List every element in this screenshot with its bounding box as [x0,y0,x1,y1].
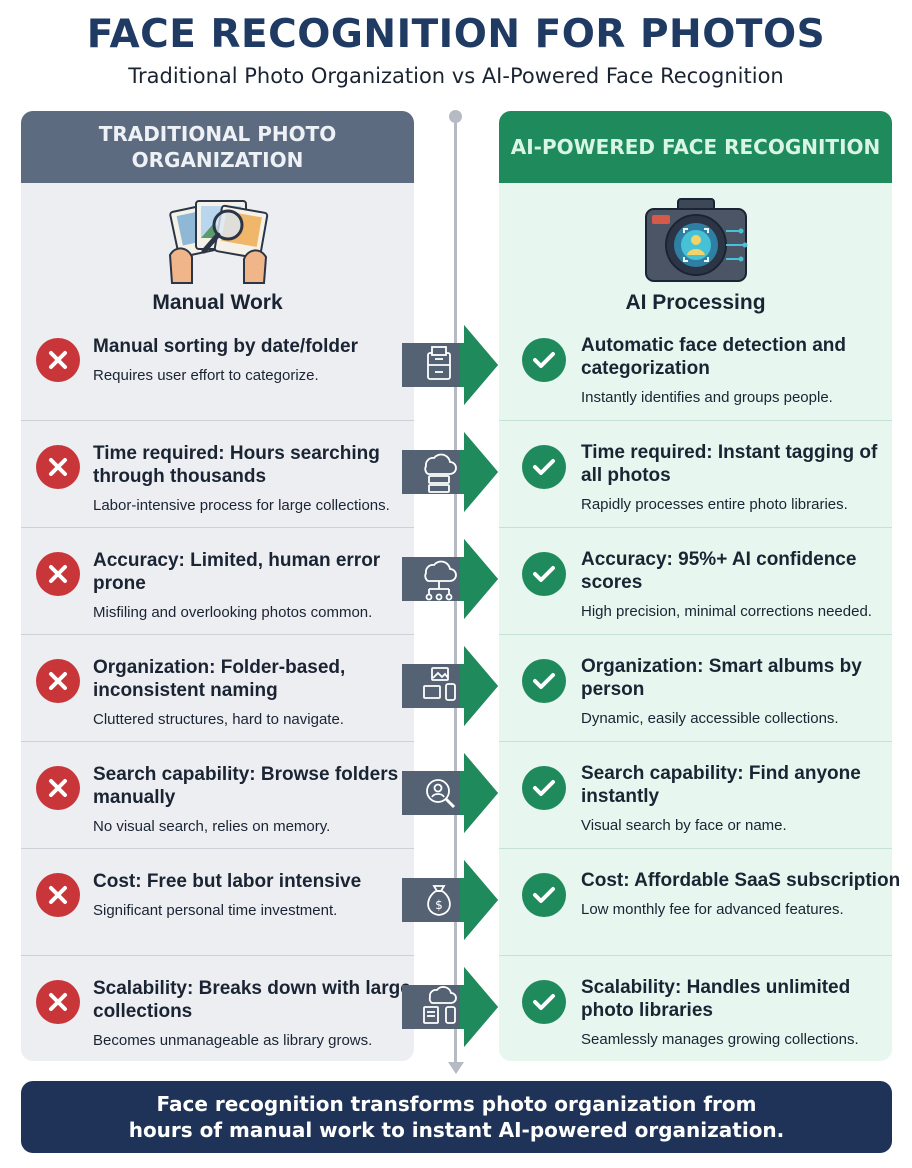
summary-banner: Face recognition transforms photo organi… [21,1081,892,1153]
traditional-item-title: Cost: Free but labor intensive [93,871,362,892]
row-divider-left [21,741,414,742]
ai-column-subtitle: AI Processing [625,291,766,314]
traditional-item-title: Scalability: Breaks down with large coll… [93,978,411,1022]
ai-item-title: Automatic face detection and categorizat… [581,335,846,379]
row-divider-right [499,634,892,635]
check-icon [522,873,566,917]
ai-item: Cost: Affordable SaaS subscription Low m… [581,869,901,919]
cross-icon [36,552,80,596]
traditional-column-subtitle: Manual Work [152,291,283,314]
ai-item-description: Rapidly processes entire photo libraries… [581,496,848,513]
row-divider-left [21,527,414,528]
ai-item: Organization: Smart albums by person Dyn… [581,655,901,728]
comparison-row: Cost: Free but labor intensive Significa… [0,848,912,955]
ai-item-description: Low monthly fee for advanced features. [581,901,844,918]
traditional-column: TRADITIONAL PHOTO ORGANIZATION Manual Wo… [21,111,414,1061]
traditional-item-title: Manual sorting by date/folder [93,336,358,357]
traditional-item-title: Organization: Folder-based, inconsistent… [93,657,346,701]
comparison-row: Manual sorting by date/folder Requires u… [0,313,912,420]
traditional-item-title: Time required: Hours searching through t… [93,443,380,487]
traditional-item: Accuracy: Limited, human error prone Mis… [93,549,413,622]
cross-icon [36,980,80,1024]
cross-icon [36,766,80,810]
comparison-row: Search capability: Browse folders manual… [0,741,912,848]
ai-item: Automatic face detection and categorizat… [581,334,901,407]
cross-icon [36,338,80,382]
camera-face-scan-icon [640,195,752,292]
traditional-item-description: Significant personal time investment. [93,902,338,919]
ai-item-title: Search capability: Find anyone instantly [581,763,861,807]
check-icon [522,980,566,1024]
traditional-item: Cost: Free but labor intensive Significa… [93,870,413,920]
axis-arrowhead [448,1062,464,1074]
traditional-item: Organization: Folder-based, inconsistent… [93,656,413,729]
ai-item-description: Instantly identifies and groups people. [581,389,833,406]
traditional-item-description: Misfiling and overlooking photos common. [93,604,373,621]
row-divider-right [499,420,892,421]
row-divider-left [21,420,414,421]
check-icon [522,659,566,703]
ai-item-description: Seamlessly manages growing collections. [581,1031,859,1048]
summary-line-2: hours of manual work to instant AI-power… [128,1118,785,1142]
comparison-row: Organization: Folder-based, inconsistent… [0,634,912,741]
ai-column-header: AI-POWERED FACE RECOGNITION [499,111,892,183]
hands-holding-photos-magnifier-icon [162,195,274,292]
traditional-item: Search capability: Browse folders manual… [93,763,413,836]
flow-arrow-face-search-icon [402,751,498,835]
cross-icon [36,873,80,917]
page-title: FACE RECOGNITION FOR PHOTOS [86,12,826,57]
flow-arrow-cloud-server-icon [402,430,498,514]
ai-item-description: Visual search by face or name. [581,817,787,834]
traditional-column-header: TRADITIONAL PHOTO ORGANIZATION [21,111,414,183]
traditional-item-description: Labor-intensive process for large collec… [93,497,390,514]
traditional-item-title: Search capability: Browse folders manual… [93,764,399,808]
check-icon [522,445,566,489]
ai-item: Accuracy: 95%+ AI confidence scores High… [581,548,901,621]
flow-arrow-photo-devices-icon [402,644,498,728]
ai-item: Time required: Instant tagging of all ph… [581,441,901,514]
check-icon [522,338,566,382]
row-divider-left [21,634,414,635]
row-divider-right [499,955,892,956]
row-divider-right [499,741,892,742]
traditional-item-description: Cluttered structures, hard to navigate. [93,711,344,728]
cross-icon [36,445,80,489]
ai-item-title: Accuracy: 95%+ AI confidence scores [581,549,857,593]
ai-item-title: Organization: Smart albums by person [581,656,862,700]
ai-item: Scalability: Handles unlimited photo lib… [581,976,901,1049]
summary-line-1: Face recognition transforms photo organi… [156,1092,757,1116]
traditional-item-title: Accuracy: Limited, human error prone [93,550,381,594]
flow-arrow-money-bag-icon: $ [402,858,498,942]
ai-item-title: Time required: Instant tagging of all ph… [581,442,878,486]
comparison-row: Scalability: Breaks down with large coll… [0,955,912,1062]
ai-item-description: High precision, minimal corrections need… [581,603,872,620]
row-divider-left [21,848,414,849]
svg-text:$: $ [435,898,443,912]
traditional-item: Manual sorting by date/folder Requires u… [93,335,413,385]
page-subtitle: Traditional Photo Organization vs AI-Pow… [128,64,784,88]
traditional-item-description: Requires user effort to categorize. [93,367,319,384]
flow-arrow-cloud-devices-icon [402,965,498,1049]
ai-item-title: Cost: Affordable SaaS subscription [581,870,901,891]
flow-arrow-file-cabinet-icon [402,323,498,407]
comparison-row: Time required: Hours searching through t… [0,420,912,527]
traditional-item-description: Becomes unmanageable as library grows. [93,1032,373,1049]
row-divider-right [499,527,892,528]
ai-item-title: Scalability: Handles unlimited photo lib… [581,977,851,1021]
traditional-item-description: No visual search, relies on memory. [93,818,331,835]
ai-item-description: Dynamic, easily accessible collections. [581,710,839,727]
check-icon [522,552,566,596]
traditional-item: Time required: Hours searching through t… [93,442,413,515]
cross-icon [36,659,80,703]
traditional-item: Scalability: Breaks down with large coll… [93,977,413,1050]
comparison-row: Accuracy: Limited, human error prone Mis… [0,527,912,634]
row-divider-right [499,848,892,849]
flow-arrow-cloud-network-icon [402,537,498,621]
row-divider-left [21,955,414,956]
ai-item: Search capability: Find anyone instantly… [581,762,901,835]
check-icon [522,766,566,810]
